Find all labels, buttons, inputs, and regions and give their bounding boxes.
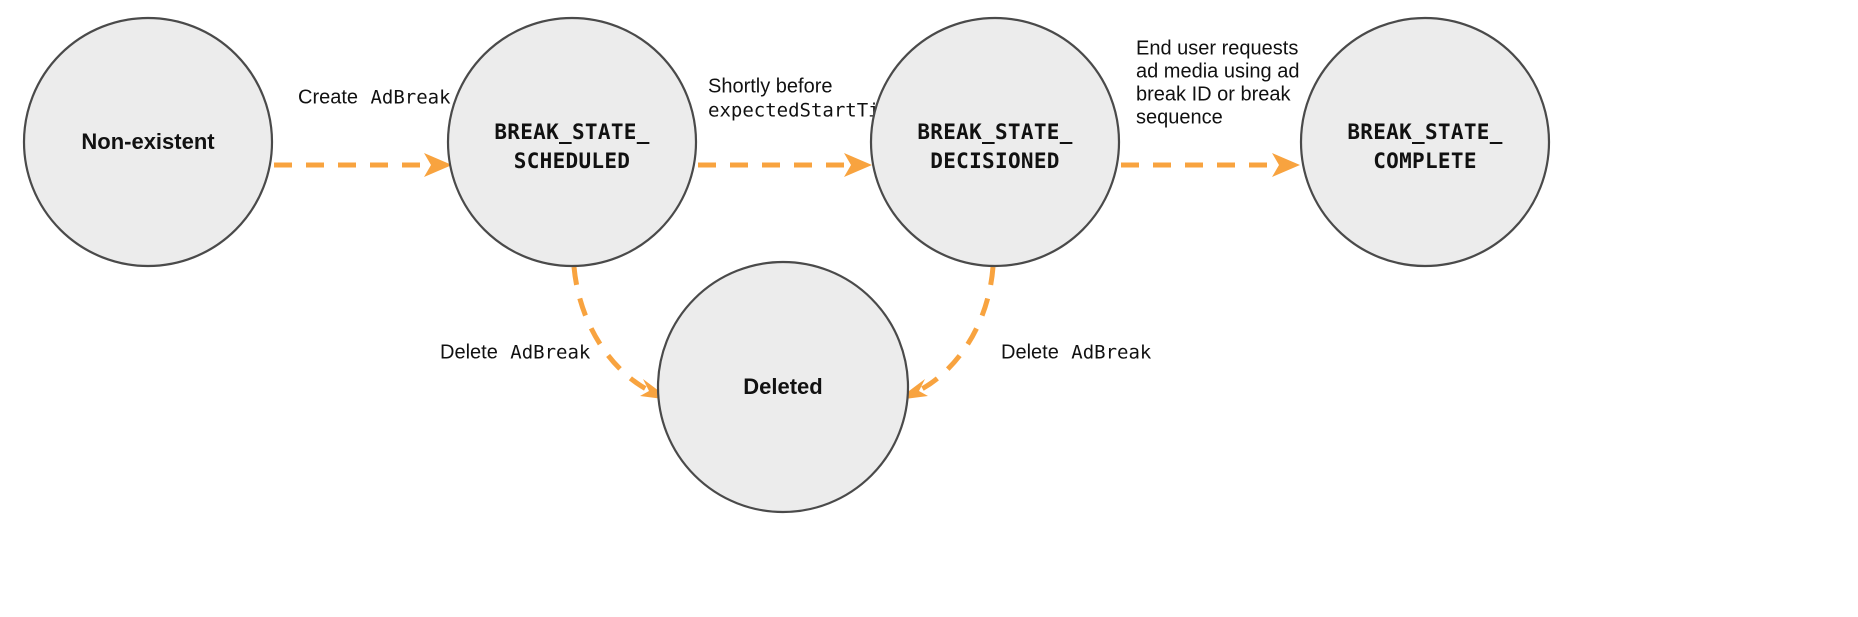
state-node-break-state-complete-label-line-0: BREAK_STATE_ <box>1347 120 1502 144</box>
edge-end-user-requests[interactable] <box>1121 153 1300 177</box>
state-node-break-state-complete[interactable]: BREAK_STATE_ COMPLETE <box>1299 16 1551 268</box>
edge-label-create-adbreak: Create AdBreak <box>298 85 451 109</box>
edge-create-adbreak[interactable] <box>274 153 452 177</box>
edge-label-delete-adbreak-left: Delete AdBreak <box>440 340 591 364</box>
state-node-break-state-decisioned-label-line-1: DECISIONED <box>930 149 1059 173</box>
state-node-break-state-decisioned[interactable]: BREAK_STATE_ DECISIONED <box>869 16 1121 268</box>
edge-label-create-adbreak-text: Create AdBreak <box>298 85 451 109</box>
state-node-break-state-complete-label-line-1: COMPLETE <box>1373 149 1477 173</box>
edge-label-enduser-line-2: break ID or break <box>1136 83 1292 105</box>
edge-label-enduser-line-0: End user requests <box>1136 37 1298 59</box>
edge-label-create-prose: Create <box>298 86 358 108</box>
edge-label-shortly-prose: Shortly before <box>708 75 833 97</box>
state-node-break-state-decisioned-circle[interactable] <box>869 16 1121 268</box>
edge-label-enduser-line-3: sequence <box>1136 106 1223 128</box>
state-node-break-state-scheduled-label-line-0: BREAK_STATE_ <box>494 120 649 144</box>
state-node-break-state-complete-circle[interactable] <box>1299 16 1551 268</box>
state-node-break-state-scheduled-label-line-1: SCHEDULED <box>514 149 631 173</box>
state-node-deleted[interactable]: Deleted <box>656 260 910 514</box>
edge-label-delete-left-text: Delete AdBreak <box>440 340 591 364</box>
state-node-deleted-circle[interactable] <box>656 260 910 514</box>
edge-label-delete-left-prose: Delete <box>440 341 498 363</box>
edge-label-enduser-line-1: ad media using ad <box>1136 60 1299 82</box>
state-node-break-state-scheduled-circle[interactable] <box>446 16 698 268</box>
edge-delete-adbreak-scheduled[interactable] <box>571 266 671 400</box>
edge-label-delete-left-mono: AdBreak <box>510 342 591 364</box>
edge-end-user-requests-arrowhead <box>1272 153 1300 177</box>
state-node-deleted-label: Deleted <box>743 374 822 399</box>
edge-label-delete-right-mono: AdBreak <box>1071 342 1152 364</box>
edge-label-delete-right-prose: Delete <box>1001 341 1059 363</box>
edge-create-adbreak-arrowhead <box>424 153 452 177</box>
edge-label-create-mono: AdBreak <box>370 87 451 109</box>
edge-shortly-before[interactable] <box>698 153 872 177</box>
edge-label-shortly-before: Shortly before expectedStartTime <box>708 75 902 121</box>
state-node-break-state-decisioned-label-line-0: BREAK_STATE_ <box>917 120 1072 144</box>
edge-delete-adbreak-decisioned[interactable] <box>897 266 996 400</box>
edge-label-delete-adbreak-right: Delete AdBreak <box>1001 340 1152 364</box>
edge-delete-adbreak-decisioned-line <box>916 266 996 394</box>
state-node-non-existent-label: Non-existent <box>81 129 215 154</box>
edge-label-delete-right-text: Delete AdBreak <box>1001 340 1152 364</box>
edge-shortly-before-arrowhead <box>844 153 872 177</box>
edge-label-shortly-mono: expectedStartTime <box>708 100 902 122</box>
state-node-break-state-scheduled[interactable]: BREAK_STATE_ SCHEDULED <box>446 16 698 268</box>
edge-label-end-user-requests: End user requests ad media using ad brea… <box>1136 37 1299 128</box>
state-node-non-existent-circle[interactable] <box>22 16 274 268</box>
state-node-non-existent[interactable]: Non-existent <box>22 16 274 268</box>
edge-delete-adbreak-scheduled-line <box>571 266 652 394</box>
